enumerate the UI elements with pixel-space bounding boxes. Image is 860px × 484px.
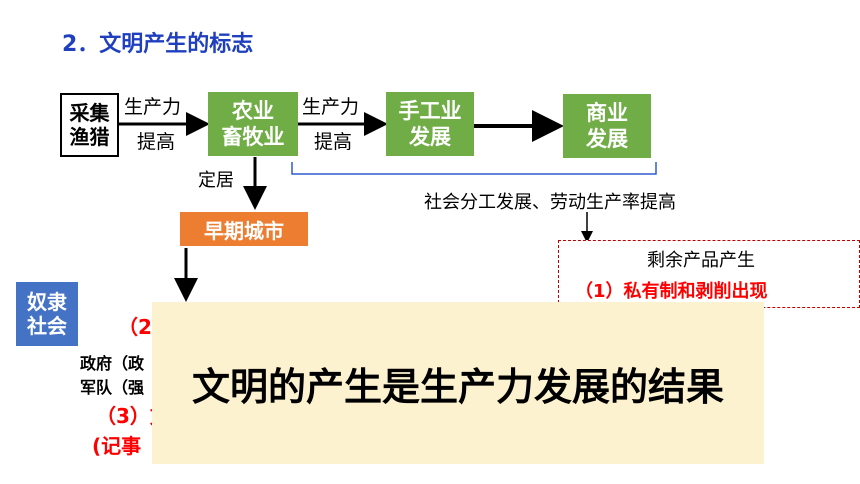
node-gather-line2: 渔猎 [69,125,110,149]
node-agri-line2: 畜牧业 [221,125,285,149]
surplus-heading: 剩余产品产生 [647,250,755,271]
brace-bracket [291,162,657,175]
node-slave-line1: 奴隶 [27,290,67,314]
edge-label-productivity-1: 生产力 [124,96,182,118]
node-handicraft-line2: 发展 [409,125,451,149]
node-early-city: 早期城市 [180,212,308,246]
conclusion-overlay: 文明的产生是生产力发展的结果 [152,302,764,464]
node-handicraft: 手工业 发展 [386,92,474,156]
node-commerce: 商业 发展 [563,94,651,158]
node-slave-line2: 社会 [27,314,67,338]
edge-label-settle: 定居 [198,170,234,191]
node-commerce-line2: 发展 [586,127,628,151]
node-gather-line1: 采集 [69,101,110,125]
edge-label-improve-2: 提高 [314,131,353,153]
node-agriculture: 农业 畜牧业 [208,92,298,156]
brace-label: 社会分工发展、劳动生产率提高 [424,192,676,213]
node-slave-society: 奴隶 社会 [16,282,78,346]
node-handicraft-line1: 手工业 [398,99,462,123]
node-agri-line1: 农业 [232,99,274,123]
partial-army: 军队（强 [80,378,145,397]
node-gather-fishing: 采集 渔猎 [60,93,119,157]
edge-label-productivity-2: 生产力 [302,96,360,118]
node-commerce-line1: 商业 [586,101,628,125]
surplus-point-1: （1）私有制和剥削出现 [575,281,768,302]
conclusion-text: 文明的产生是生产力发展的结果 [191,364,724,409]
page-title: 2．文明产生的标志 [62,32,254,57]
partial-records: (记事 [92,434,142,458]
surplus-box: 剩余产品产生 （1）私有制和剥削出现 [558,240,860,308]
partial-government: 政府（政 [80,354,145,373]
edge-label-improve-1: 提高 [137,131,176,153]
partial-point-2: （2 [118,315,152,339]
